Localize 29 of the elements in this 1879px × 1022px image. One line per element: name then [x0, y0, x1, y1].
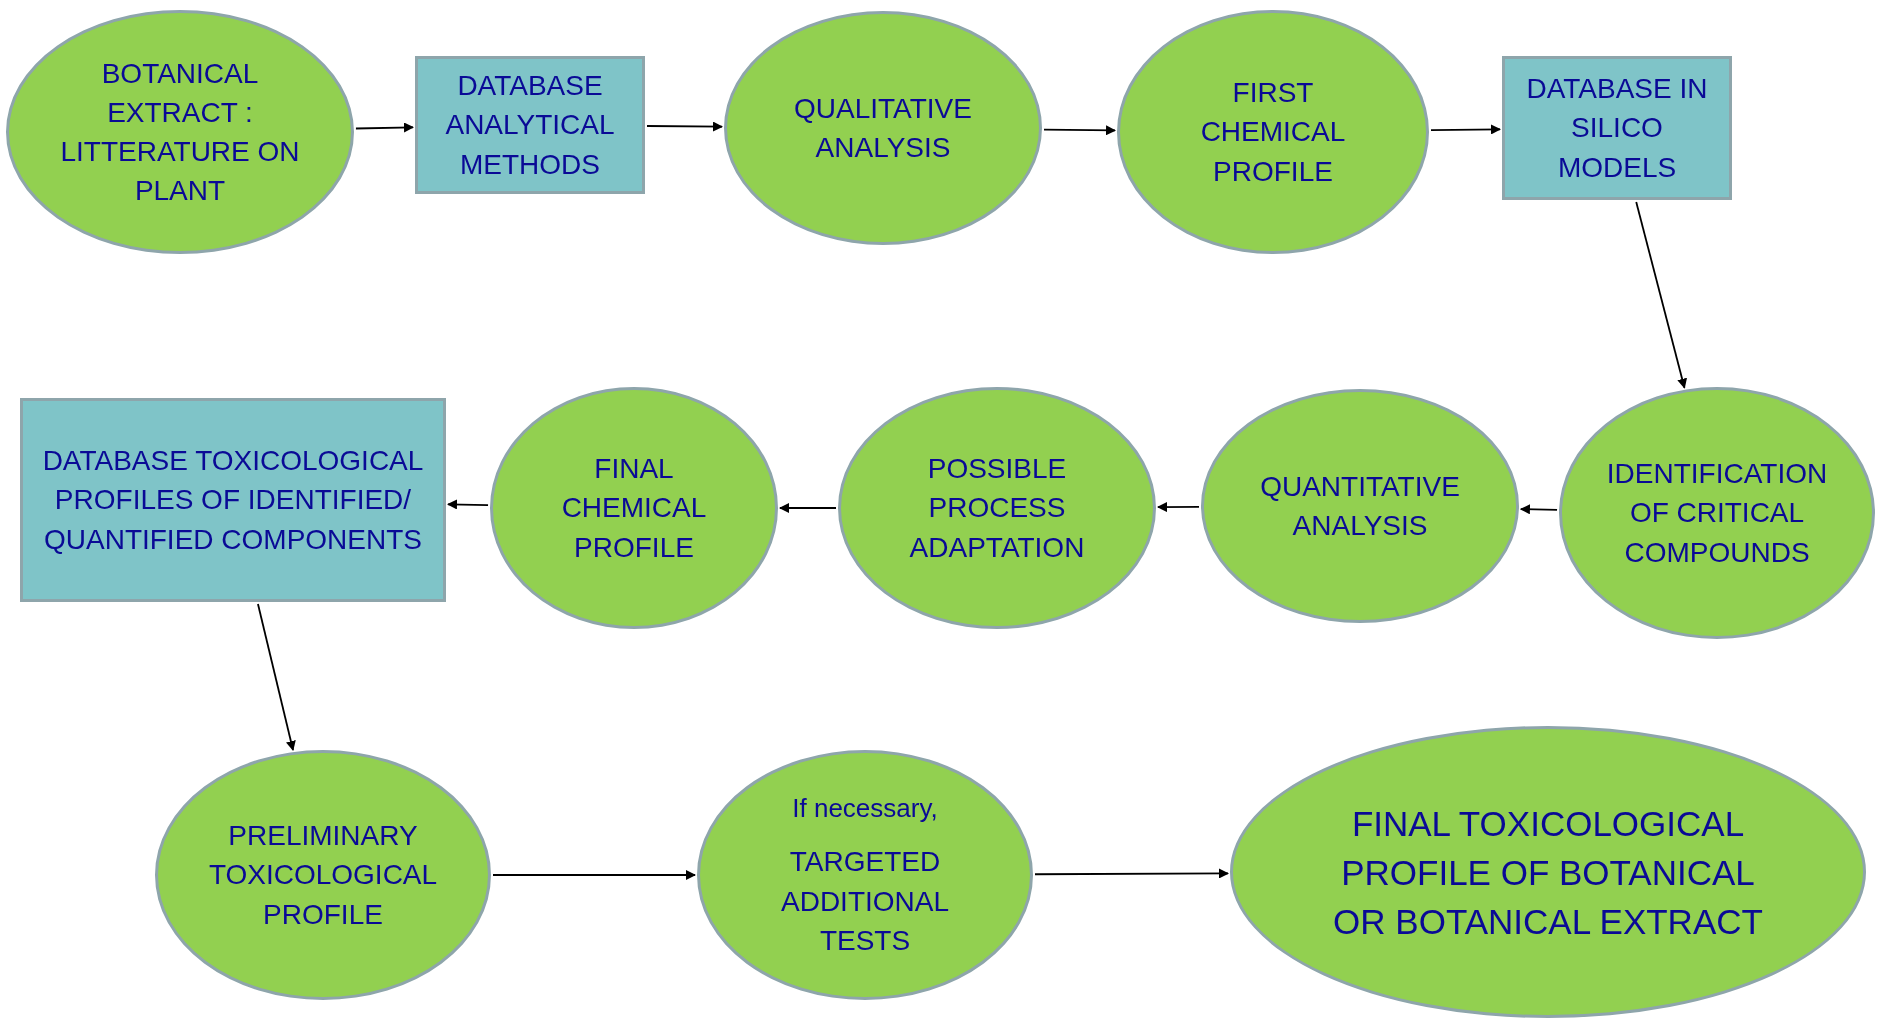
node-label: FINAL TOXICOLOGICAL PROFILE OF BOTANICAL OR BOTANICAL EXTRACT	[1332, 802, 1764, 943]
node-label: FIRST CHEMICAL PROFILE	[1199, 76, 1347, 189]
node-label: DATABASE TOXICOLOGICAL PROFILES OF IDENTIFIED/ QUANTIFIED COMPONENTS	[41, 444, 425, 557]
node-label: PRELIMINARY TOXICOLOGICAL PROFILE	[207, 819, 439, 932]
node-label: QUANTITATIVE ANALYSIS	[1259, 469, 1461, 543]
arrow	[1430, 124, 1501, 135]
arrow	[1043, 125, 1116, 136]
node-label: TARGETED ADDITIONAL TESTS	[780, 845, 950, 958]
arrow	[355, 122, 414, 133]
arrow	[779, 503, 837, 513]
arrow	[1519, 504, 1558, 515]
arrow	[1635, 201, 1688, 389]
database-box	[20, 398, 446, 602]
node-label: DATABASE IN SILICO MODELS	[1525, 72, 1709, 185]
database-box	[1502, 56, 1732, 200]
node-label: POSSIBLE PROCESS ADAPTATION	[908, 452, 1086, 565]
node-label: DATABASE ANALYTICAL METHODS	[444, 69, 616, 182]
arrow	[447, 499, 489, 510]
arrow	[1157, 502, 1200, 513]
database-box	[415, 56, 645, 194]
arrow	[646, 121, 723, 132]
node-label: If necessary,	[792, 792, 938, 825]
node-label: IDENTIFICATION OF CRITICAL COMPOUNDS	[1605, 457, 1829, 570]
node-label: BOTANICAL EXTRACT : LITTERATURE ON PLANT	[59, 56, 301, 209]
arrow	[1034, 868, 1229, 879]
node-label: FINAL CHEMICAL PROFILE	[560, 452, 708, 565]
arrow	[492, 870, 696, 880]
arrow	[257, 603, 296, 751]
node-label: QUALITATIVE ANALYSIS	[793, 91, 973, 165]
